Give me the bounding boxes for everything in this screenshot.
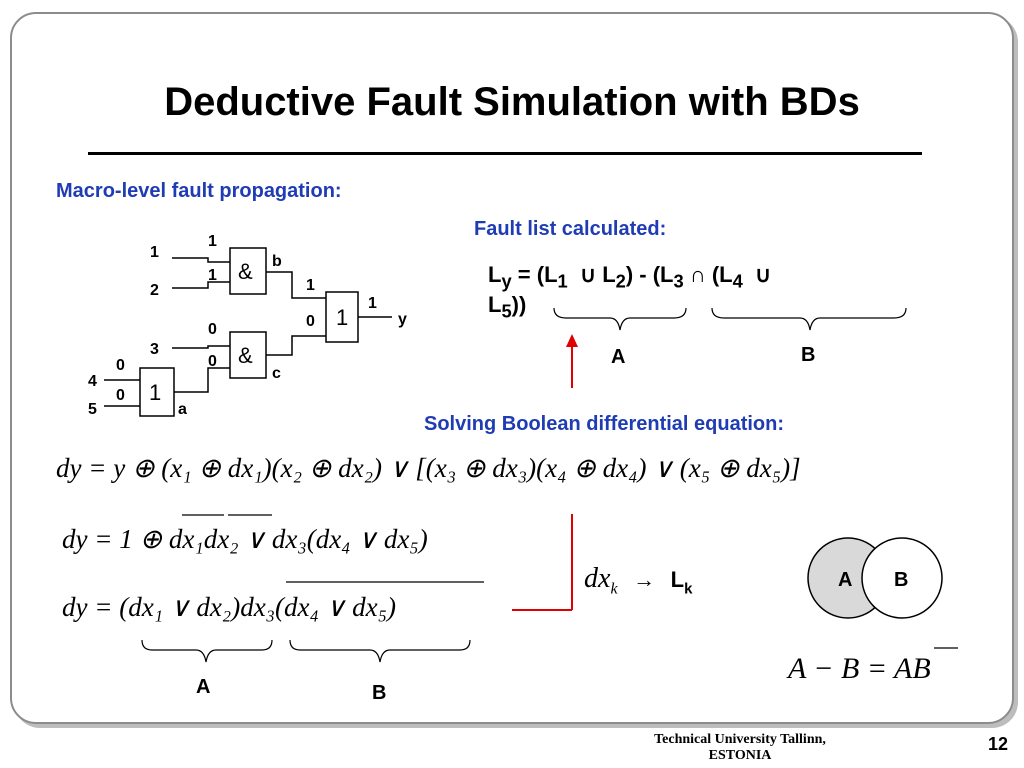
input-label-3: 3 [150,341,159,358]
wire-label-y: y [398,311,407,328]
input-label-4: 4 [88,373,97,390]
wire-in2 [172,281,230,289]
wire-label-b: b [272,253,282,270]
venn-label-a: A [838,569,852,591]
or-gate-input [139,367,175,417]
value-y: 1 [368,295,377,312]
value-in5: 0 [116,387,125,404]
or-gate-input-symbol: 1 [149,380,161,405]
or-gate-output-symbol: 1 [336,305,348,330]
footer-institution: Technical University Tallinn, ESTONIA [654,732,826,763]
wire-label-a: a [178,401,187,418]
input-label-5: 5 [88,401,97,418]
equation-3: dy = (dx₁ ∨ dx₂)dx₃(dx₄ ∨ dx₅) [62,592,397,622]
fault-label-b: B [801,344,816,366]
fault-list-eq-line1: Ly = (L1 ∪ L2) - (L3 ∩ (L4 ∪ [488,262,772,292]
and-gate-top [229,247,267,295]
value-in2: 1 [208,267,217,284]
input-label-2: 2 [150,282,159,299]
fault-list-eq-line2: L5)) [488,292,527,322]
brace-fault-b [711,307,907,331]
brace-fault-a [553,307,687,331]
fault-list-heading: Fault list calculated: [474,218,667,240]
red-connector [512,514,573,611]
wire-b [266,271,326,299]
macro-heading: Macro-level fault propagation: [56,180,342,202]
value-in3: 0 [208,321,217,338]
value-in4: 0 [116,357,125,374]
page-number: 12 [988,734,1009,754]
wire-in3 [172,345,230,349]
input-label-1: 1 [150,244,159,261]
mapping-dxk-to-lk: dxk → Lk [584,563,693,598]
value-in1: 1 [208,233,217,250]
and-gate-bottom-symbol: & [238,343,253,368]
red-arrow-up [566,334,578,388]
equation-1: dy = y ⊕ (x₁ ⊕ dx₁)(x₂ ⊕ dx₂) ∨ [(x₃ ⊕ d… [56,453,801,483]
brace-eq-b [289,639,471,663]
wire-a [174,367,230,393]
slide-title: Deductive Fault Simulation with BDs [164,80,860,124]
value-a: 0 [208,353,217,370]
or-gate-output [325,291,359,343]
eq-label-b: B [372,682,387,704]
venn-label-b: B [894,569,908,591]
value-b: 1 [306,277,315,294]
wire-c [266,335,326,356]
fault-label-a: A [611,346,626,368]
wire-label-c: c [272,365,281,382]
set-equation: A − B = AB [788,652,931,685]
venn-circle-b [861,537,943,619]
equation-2: dy = 1 ⊕ dx₁dx₂ ∨ dx₃(dx₄ ∨ dx₅) [62,524,428,554]
title-rule [88,152,922,155]
and-gate-top-symbol: & [238,259,253,284]
solving-heading: Solving Boolean differential equation: [424,413,785,435]
brace-eq-a [141,639,273,663]
eq-label-a: A [196,676,211,698]
wire-in1 [172,257,230,263]
value-c: 0 [306,313,315,330]
